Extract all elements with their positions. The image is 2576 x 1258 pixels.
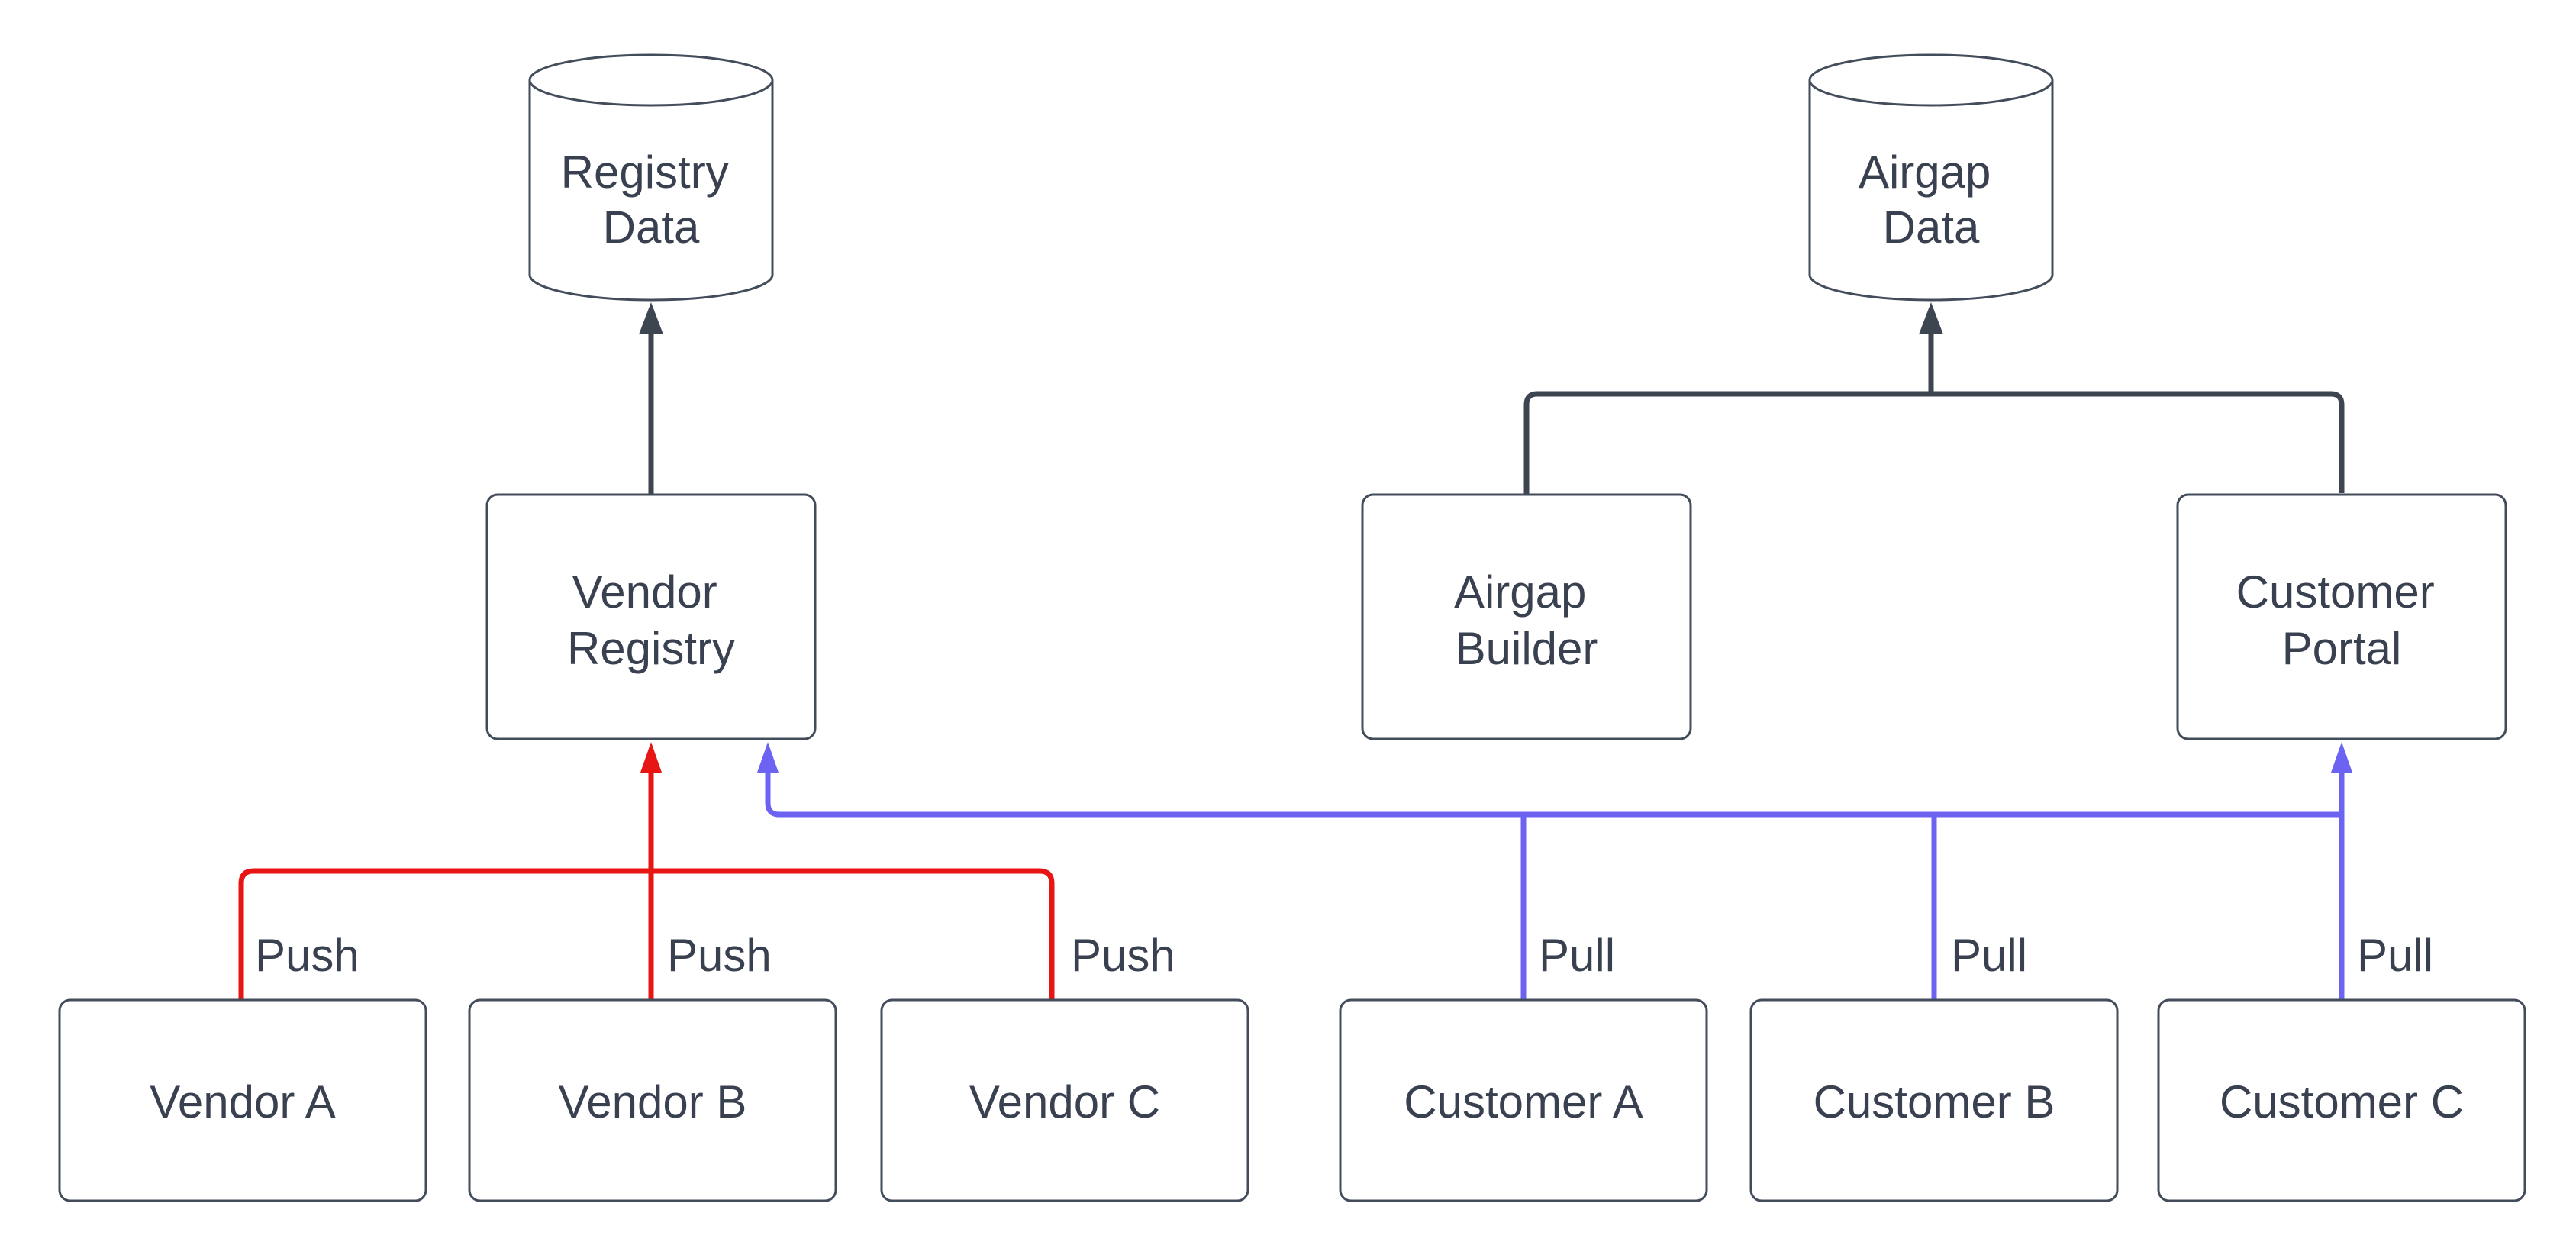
edge-airgap-builder-customer-portal-split: [1523, 391, 2345, 496]
arrowhead-push-into-vendor-registry: [640, 742, 662, 773]
edge-labels: Push Push Push Pull Pull Pull: [255, 930, 2433, 981]
node-vendor-c: Vendor C: [880, 998, 1249, 1202]
airgap-builder-label: Airgap Builder: [1454, 566, 1599, 674]
registry-data-label: Registry Data: [561, 147, 742, 253]
airgap-data-label: Airgap Data: [1859, 147, 2004, 253]
customer-a-label: Customer A: [1404, 1076, 1643, 1127]
customer-a-box: [1339, 998, 1708, 1202]
customer-portal-label: Customer Portal: [2236, 566, 2448, 674]
arrowhead-into-airgap-data: [1919, 302, 1943, 334]
vendor-c-box: [880, 998, 1249, 1202]
push-edges: [238, 742, 1055, 1002]
customer-c-box: [2157, 998, 2526, 1202]
airgap-data-cylinder-body: [1808, 80, 2054, 302]
push-edge-bar: [238, 868, 1055, 1002]
vendor-b-box: [468, 998, 837, 1202]
customer-b-box: [1749, 998, 2119, 1202]
arrowhead-pull-into-vendor-registry: [757, 742, 779, 773]
airgap-data-cylinder-top: [1808, 53, 2054, 107]
pull-label-customer-b: Pull: [1951, 930, 2027, 981]
pull-edge-horizontal: [765, 771, 2342, 818]
customer-b-label: Customer B: [1814, 1076, 2055, 1127]
vendor-registry-label: Vendor Registry: [567, 566, 735, 674]
vendor-registry-box: [485, 493, 817, 740]
registry-data-cylinder-top: [528, 53, 774, 107]
customer-c-label: Customer C: [2220, 1076, 2464, 1127]
node-registry-data: Registry Data: [528, 53, 774, 302]
node-vendor-b: Vendor B: [468, 998, 837, 1202]
node-vendor-a: Vendor A: [58, 998, 427, 1202]
node-customer-a: Customer A: [1339, 998, 1708, 1202]
registry-data-cylinder-body: [528, 80, 774, 302]
pull-label-customer-c: Pull: [2357, 930, 2433, 981]
node-customer-portal: Customer Portal: [2176, 493, 2507, 740]
dark-flow-edges: [639, 302, 2345, 496]
arrowhead-pull-into-customer-portal: [2331, 742, 2352, 773]
node-customer-b: Customer B: [1749, 998, 2119, 1202]
arrowhead-into-registry-data: [639, 302, 663, 334]
pull-label-customer-a: Pull: [1539, 930, 1615, 981]
vendor-c-label: Vendor C: [969, 1076, 1160, 1127]
vendor-b-label: Vendor B: [559, 1076, 747, 1127]
customer-portal-box: [2176, 493, 2507, 740]
airgap-builder-box: [1361, 493, 1692, 740]
push-label-vendor-c: Push: [1071, 930, 1175, 981]
push-label-vendor-b: Push: [667, 930, 772, 981]
node-airgap-data: Airgap Data: [1808, 53, 2054, 302]
push-label-vendor-a: Push: [255, 930, 359, 981]
node-vendor-registry: Vendor Registry: [485, 493, 817, 740]
pull-edges: [757, 742, 2352, 1000]
vendor-a-box: [58, 998, 427, 1202]
vendor-a-label: Vendor A: [150, 1076, 336, 1127]
node-airgap-builder: Airgap Builder: [1361, 493, 1692, 740]
node-customer-c: Customer C: [2157, 998, 2526, 1202]
